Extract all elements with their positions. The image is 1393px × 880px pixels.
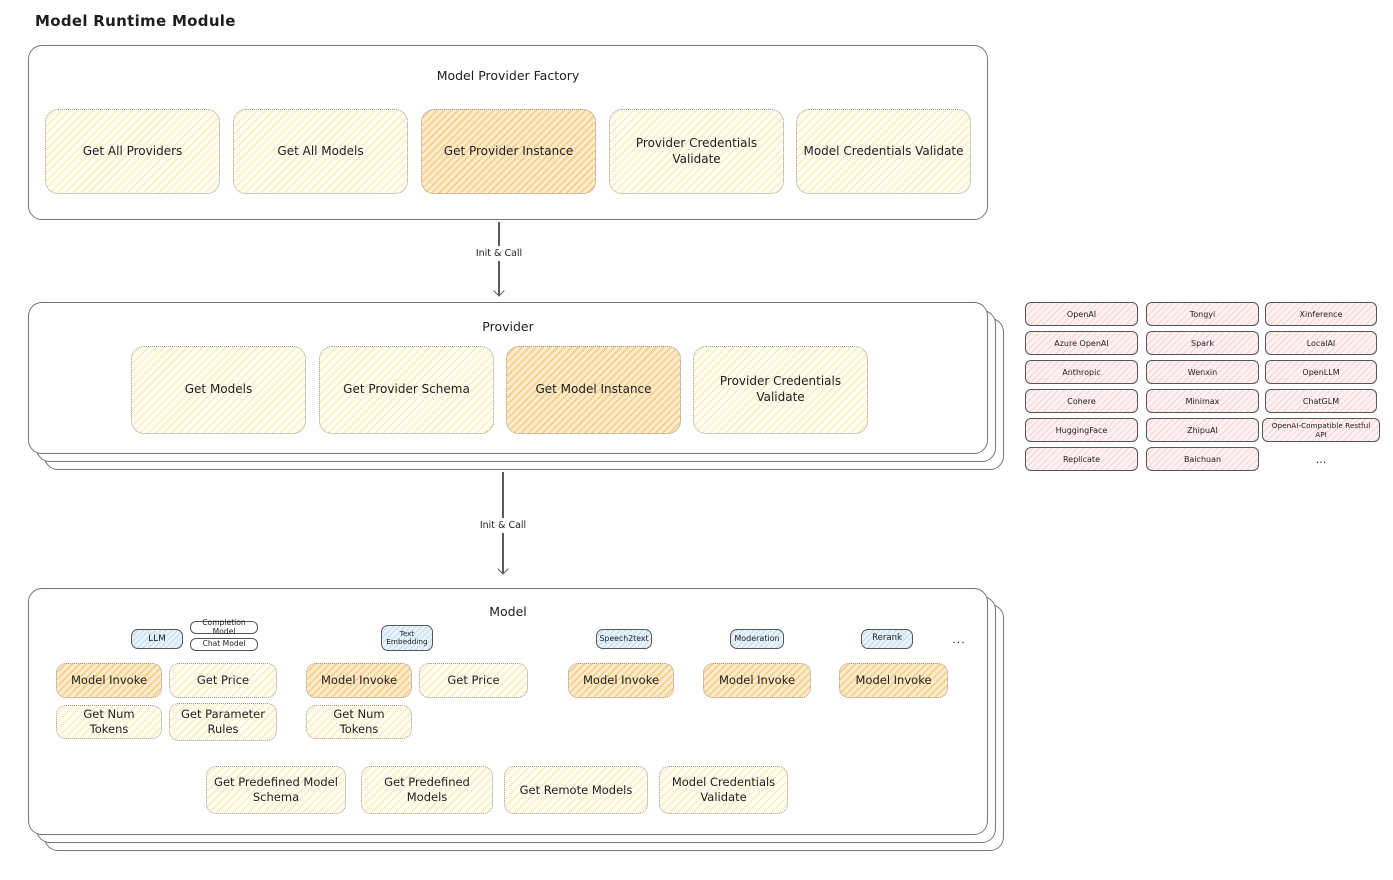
arrow-line <box>498 261 500 295</box>
node-rerank-model-invoke: Model Invoke <box>839 663 948 698</box>
node-moderation-model-invoke: Model Invoke <box>703 663 811 698</box>
provider-cell-chatglm: ChatGLM <box>1265 389 1377 413</box>
node-llm-get-price: Get Price <box>169 663 277 698</box>
node-model-credentials-validate-2: Model Credentials Validate <box>659 766 788 814</box>
tag-text-embedding: Text Embedding <box>381 625 433 651</box>
provider-cell-cohere: Cohere <box>1025 389 1138 413</box>
arrow-label: Init & Call <box>479 520 527 531</box>
tag-rerank: Rerank <box>861 629 913 649</box>
node-text-embedding-get-num-tokens: Get Num Tokens <box>306 705 412 739</box>
provider-cell-minimax: Minimax <box>1146 389 1259 413</box>
tag-llm: LLM <box>131 629 183 649</box>
node-get-predefined-models: Get Predefined Models <box>361 766 493 814</box>
arrow-line <box>498 222 500 246</box>
tag-completion-model: Completion Model <box>190 618 258 635</box>
node-model-credentials-validate: Model Credentials Validate <box>796 109 971 194</box>
node-get-all-providers: Get All Providers <box>45 109 220 194</box>
provider-cell-replicate: Replicate <box>1025 447 1138 471</box>
tag-chat-model: Chat Model <box>190 638 258 651</box>
provider-cell-xinference: Xinference <box>1265 302 1377 326</box>
node-get-model-instance: Get Model Instance <box>506 346 681 434</box>
node-get-predefined-model-schema: Get Predefined Model Schema <box>206 766 346 814</box>
model-panel-title: Model <box>489 604 527 619</box>
node-llm-get-num-tokens: Get Num Tokens <box>56 705 162 739</box>
providers-grid-ellipsis: ... <box>1315 452 1327 466</box>
arrow-head-icon <box>497 563 509 575</box>
arrow-provider-to-model: Init & Call <box>443 472 563 575</box>
node-get-remote-models: Get Remote Models <box>504 766 648 814</box>
arrow-head-icon <box>493 285 505 297</box>
provider-cell-openllm: OpenLLM <box>1265 360 1377 384</box>
node-text-embedding-model-invoke: Model Invoke <box>306 663 412 698</box>
arrow-label: Init & Call <box>475 248 523 259</box>
node-get-models: Get Models <box>131 346 306 434</box>
page-title: Model Runtime Module <box>35 12 236 30</box>
model-tags-ellipsis: ... <box>952 632 966 646</box>
provider-cell-anthropic: Anthropic <box>1025 360 1138 384</box>
provider-cell-huggingface: HuggingFace <box>1025 418 1138 442</box>
provider-cell-spark: Spark <box>1146 331 1259 355</box>
node-provider-credentials-validate-2: Provider Credentials Validate <box>693 346 868 434</box>
provider-cell-localai: LocalAI <box>1265 331 1377 355</box>
provider-panel-title: Provider <box>482 319 534 334</box>
arrow-line <box>502 533 504 573</box>
model-panel: Model LLM Completion Model Chat Model Te… <box>28 588 988 835</box>
provider-cell-zhipuai: ZhipuAI <box>1146 418 1259 442</box>
provider-cell-openai-compatible: OpenAI-Compatible Restful API <box>1262 418 1380 442</box>
node-get-all-models: Get All Models <box>233 109 408 194</box>
node-get-provider-instance: Get Provider Instance <box>421 109 596 194</box>
node-llm-model-invoke: Model Invoke <box>56 663 162 698</box>
factory-panel: Model Provider Factory Get All Providers… <box>28 45 988 220</box>
node-speech2text-model-invoke: Model Invoke <box>568 663 674 698</box>
tag-speech2text: Speech2text <box>596 629 652 649</box>
node-llm-get-parameter-rules: Get Parameter Rules <box>169 703 277 741</box>
provider-cell-azure-openai: Azure OpenAI <box>1025 331 1138 355</box>
node-provider-credentials-validate: Provider Credentials Validate <box>609 109 784 194</box>
tag-moderation: Moderation <box>730 629 784 649</box>
provider-cell-openai: OpenAI <box>1025 302 1138 326</box>
provider-cell-wenxin: Wenxin <box>1146 360 1259 384</box>
provider-cell-tongyi: Tongyi <box>1146 302 1259 326</box>
arrow-factory-to-provider: Init & Call <box>439 222 559 297</box>
node-text-embedding-get-price: Get Price <box>419 663 528 698</box>
arrow-line <box>502 472 504 518</box>
provider-panel: Provider Get Models Get Provider Schema … <box>28 302 988 454</box>
node-get-provider-schema: Get Provider Schema <box>319 346 494 434</box>
provider-cell-baichuan: Baichuan <box>1146 447 1259 471</box>
factory-panel-title: Model Provider Factory <box>436 68 580 83</box>
